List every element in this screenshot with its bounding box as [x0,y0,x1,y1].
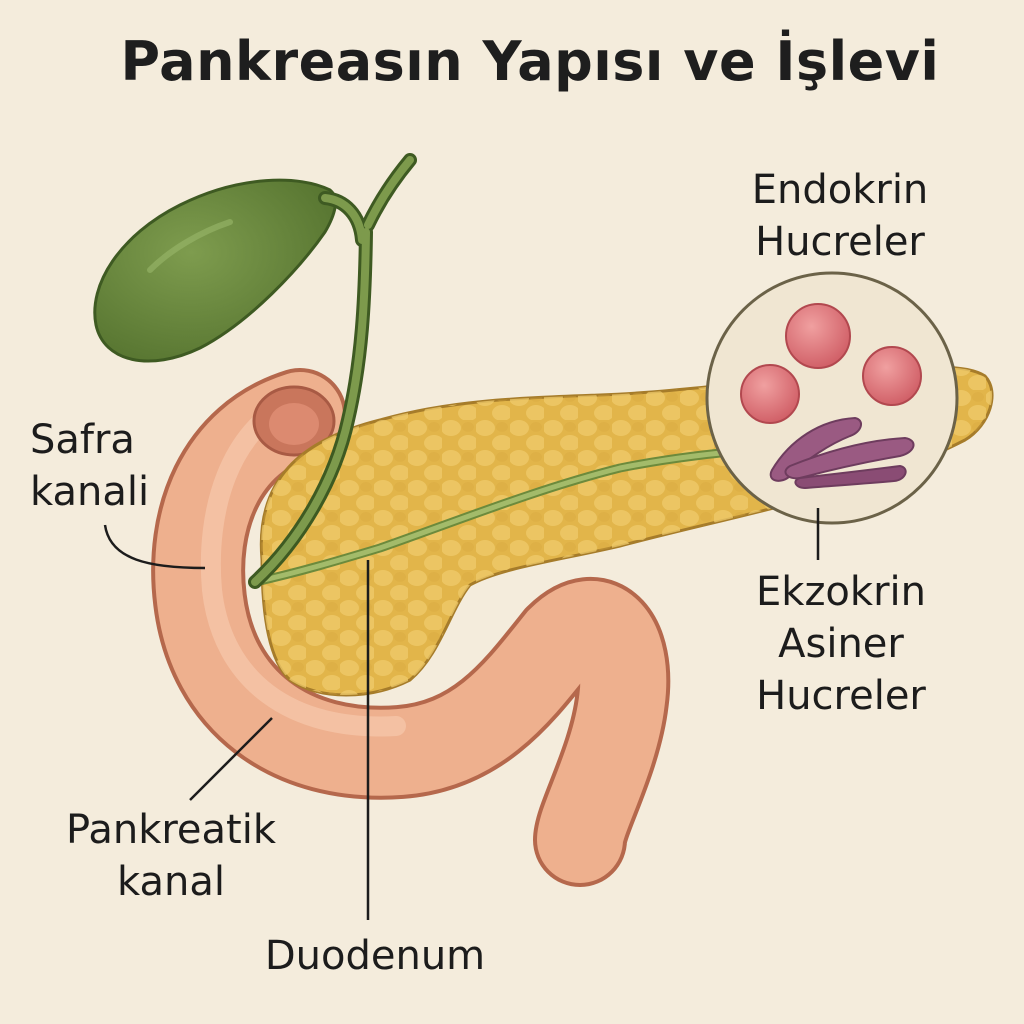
label-pankreatik-line1: Pankreatik [66,807,276,853]
label-pankreatik-kanal: Pankreatik kanal [46,804,296,908]
page-title: Pankreasın Yapısı ve İşlevi [120,30,940,93]
label-ekzokrin-line1: Ekzokrin [756,569,926,615]
label-endokrin: Endokrin Hucreler [720,164,960,268]
duodenum [151,368,671,887]
label-safra-kanali: Safra kanali [30,414,149,518]
label-endokrin-line1: Endokrin [751,167,929,213]
endocrine-cell [785,303,851,369]
safra-leader-line [103,524,206,570]
label-safra-line1: Safra [30,417,135,463]
label-ekzokrin-line2: Asiner [778,621,904,667]
label-ekzokrin-line3: Hucreler [756,673,926,719]
endocrine-cell [740,364,800,424]
bile-duct [248,153,417,589]
gallbladder [93,178,337,363]
endocrine-cell [862,346,922,406]
label-endokrin-line2: Hucreler [755,219,925,265]
acinar-cells [769,416,915,490]
label-pankreatik-line2: kanal [117,859,225,905]
magnified-inset [705,271,959,525]
label-ekzokrin: Ekzokrin Asiner Hucreler [726,566,956,722]
pankreatik-leader-line [189,717,273,801]
label-duodenum-line1: Duodenum [264,933,486,979]
label-duodenum: Duodenum [240,930,510,982]
label-safra-line2: kanali [30,469,150,515]
